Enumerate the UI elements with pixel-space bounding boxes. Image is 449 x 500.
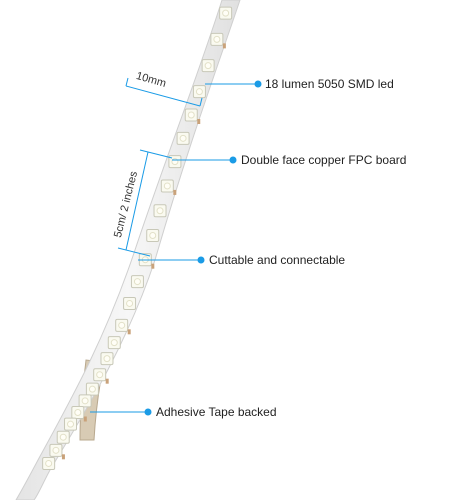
- led-chips: [42, 6, 233, 470]
- callout-board-label: Double face copper FPC board: [241, 153, 407, 167]
- led-emitter: [74, 409, 82, 416]
- led-emitter: [187, 111, 195, 119]
- led-emitter: [96, 371, 104, 379]
- led-emitter: [195, 88, 203, 96]
- spacing-dimension-line: [125, 151, 149, 251]
- led-emitter: [103, 355, 111, 363]
- led-strip: [15, 0, 241, 500]
- led-emitter: [149, 232, 157, 240]
- led-emitter: [110, 339, 118, 347]
- led-emitter: [88, 385, 96, 393]
- copper-pad: [61, 454, 65, 460]
- led-emitter: [81, 397, 89, 405]
- led-emitter: [45, 459, 53, 467]
- copper-pad: [197, 119, 201, 124]
- copper-pad: [83, 416, 87, 422]
- led-emitter: [156, 207, 164, 215]
- led-emitter: [59, 433, 67, 441]
- callout-led: [205, 80, 262, 88]
- led-emitter: [52, 446, 60, 454]
- led-emitter: [133, 278, 141, 286]
- callout-cut: [138, 256, 205, 264]
- callout-tape: [90, 408, 152, 416]
- callout-cut-label: Cuttable and connectable: [209, 253, 346, 267]
- led-emitter: [222, 9, 230, 17]
- led-emitter: [179, 134, 187, 142]
- copper-pad: [127, 329, 131, 335]
- width-dimension-tick-right: [199, 97, 203, 107]
- spacing-dimension-tick-bottom: [117, 247, 151, 257]
- led-emitter: [118, 321, 126, 329]
- led-emitter: [126, 299, 134, 307]
- copper-pad: [105, 378, 109, 384]
- width-dimension-tick-left: [125, 77, 129, 87]
- callout-tape-label: Adhesive Tape backed: [156, 405, 277, 419]
- copper-pad: [222, 43, 226, 49]
- copper-pad: [151, 263, 155, 269]
- led-emitter: [204, 62, 212, 70]
- led-emitter: [163, 182, 171, 190]
- callout-board: [172, 156, 237, 164]
- copper-pad: [173, 189, 177, 195]
- led-emitter: [213, 35, 221, 43]
- callout-led-label: 18 lumen 5050 SMD led: [265, 77, 394, 91]
- width-dimension-line: [125, 85, 201, 107]
- led-emitter: [67, 420, 75, 428]
- spacing-dimension-tick-top: [139, 149, 173, 159]
